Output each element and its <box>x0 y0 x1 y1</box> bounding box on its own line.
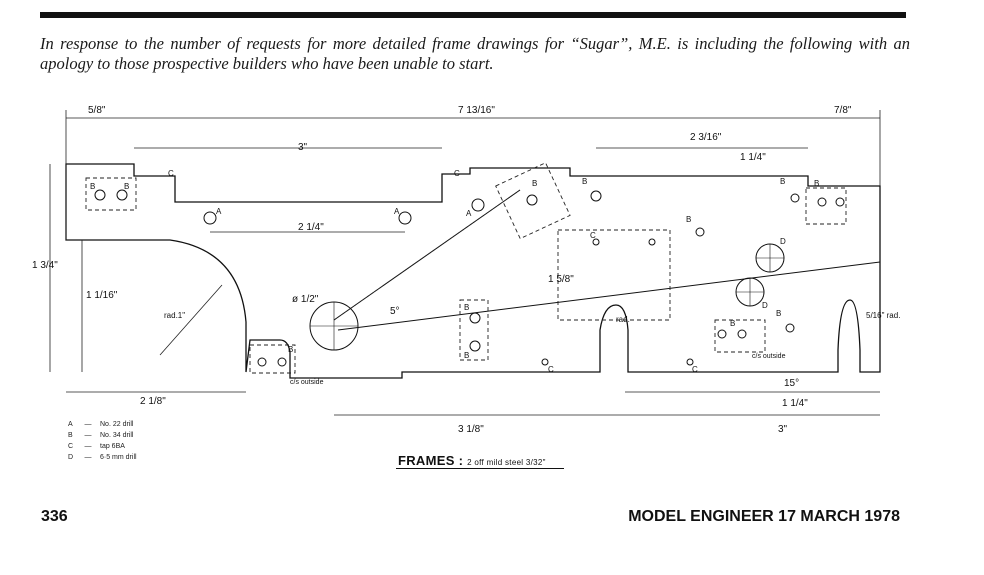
hole-b-13 <box>835 197 845 207</box>
dim-bottom-left: 2 1/8" <box>140 396 166 407</box>
dim-rad-right: 5/16" rad. <box>866 311 900 320</box>
dim-bottom-right: 3" <box>778 424 788 435</box>
label-a: A <box>216 207 222 216</box>
label-c: C <box>168 169 174 178</box>
magazine-issue: MODEL ENGINEER 17 MARCH 1978 <box>628 508 900 525</box>
hole-b-4 <box>590 190 602 202</box>
label-b: B <box>532 179 537 188</box>
dim-angle-5: 5° <box>390 306 400 317</box>
label-b: B <box>582 177 587 186</box>
label-a: A <box>394 207 400 216</box>
label-c: C <box>548 365 554 374</box>
label-b: B <box>288 345 293 354</box>
label-b: B <box>730 319 735 328</box>
hole-b-15 <box>695 227 705 237</box>
hole-b-9 <box>717 329 727 339</box>
dim-hole-span: 1 1/4" <box>740 152 766 163</box>
legend-row-d: D—6·5 mm drill <box>68 454 137 461</box>
hole-b-2 <box>116 189 128 201</box>
hole-c-3 <box>541 358 549 366</box>
dim-angle-15: 15° <box>784 378 799 389</box>
dim-overall-top: 7 13/16" <box>458 105 495 116</box>
hole-c-1 <box>592 238 600 246</box>
label-b: B <box>124 182 129 191</box>
caption-underline <box>396 468 564 469</box>
dim-slot: 3" <box>298 142 308 153</box>
dim-right-end: 7/8" <box>834 105 852 116</box>
hole-b-3 <box>526 194 538 206</box>
hole-a-2 <box>398 211 412 225</box>
hole-b-12 <box>817 197 827 207</box>
dim-span-right: 1 1/4" <box>782 398 808 409</box>
hole-b-8 <box>277 357 287 367</box>
hole-a-3 <box>471 198 485 212</box>
hole-b-14 <box>790 193 800 203</box>
legend-row-a: A—No. 22 drill <box>68 421 134 428</box>
dim-hole-top: 2 3/16" <box>690 132 722 143</box>
label-b: B <box>776 309 781 318</box>
label-b: B <box>686 215 691 224</box>
label-b: B <box>814 179 819 188</box>
dim-front-height: 1 1/16" <box>86 290 118 301</box>
dim-height: 1 3/4" <box>32 260 58 271</box>
hole-legend: A—No. 22 drill B—No. 34 drill C—tap 6BA … <box>68 419 137 463</box>
dim-diameter: ø 1/2" <box>292 294 319 305</box>
figure-caption: FRAMES : 2 off mild steel 3/32" <box>398 453 546 468</box>
label-b: B <box>90 182 95 191</box>
dim-csk-2: c/s outside <box>752 353 786 360</box>
legend-row-b: B—No. 34 drill <box>68 432 134 439</box>
hole-b-11 <box>785 323 795 333</box>
dim-cut-lower: 1 5/8" <box>548 274 574 285</box>
hole-c-2 <box>648 238 656 246</box>
top-rule <box>40 12 906 18</box>
dim-left-end: 5/8" <box>88 105 106 116</box>
hole-b-6 <box>469 340 481 352</box>
hole-b-10 <box>737 329 747 339</box>
dim-rad1: rad.1" <box>164 311 185 320</box>
label-c: C <box>454 169 460 178</box>
caption-main: FRAMES : <box>398 453 464 468</box>
hole-a-1 <box>203 211 217 225</box>
label-d: D <box>762 301 768 310</box>
hole-c-4 <box>686 358 694 366</box>
dim-csk-1: c/s outside <box>290 379 324 386</box>
label-b: B <box>464 351 469 360</box>
label-d: D <box>780 237 786 246</box>
page-number: 336 <box>41 508 68 525</box>
dim-bottom-mid: 3 1/8" <box>458 424 484 435</box>
legend-row-c: C—tap 6BA <box>68 443 125 450</box>
hole-b-5 <box>469 312 481 324</box>
slot-line-lower <box>337 261 881 331</box>
label-a: A <box>466 209 472 218</box>
label-b: B <box>780 177 785 186</box>
label-c: C <box>590 231 596 240</box>
hole-b-1 <box>94 189 106 201</box>
hole-b-7 <box>257 357 267 367</box>
frame-outline <box>65 163 881 379</box>
caption-sub: 2 off mild steel 3/32" <box>467 458 546 467</box>
label-b: B <box>464 303 469 312</box>
label-c: C <box>692 365 698 374</box>
intro-paragraph: In response to the number of requests fo… <box>40 34 910 73</box>
dim-rad-small: rad. <box>616 315 630 324</box>
dim-a-to-a: 2 1/4" <box>298 222 324 233</box>
